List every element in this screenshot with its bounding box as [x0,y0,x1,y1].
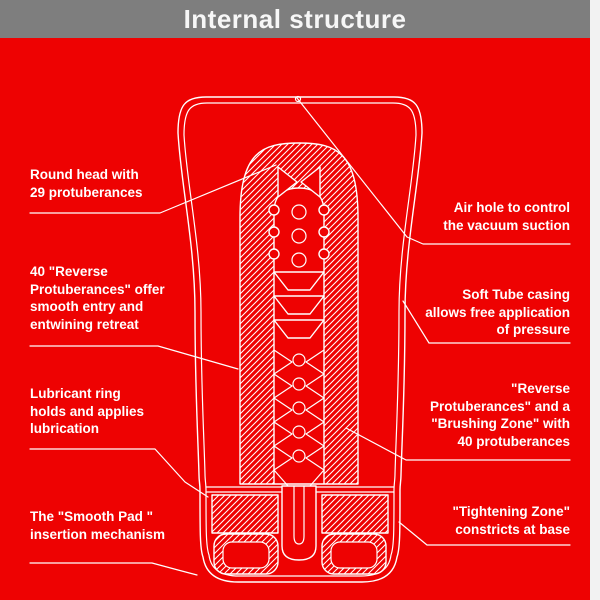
insertion-core [281,485,317,561]
leader-smooth-pad [29,562,198,576]
label-tightening-zone: "Tightening Zone" constricts at base [452,504,570,537]
soft-tube-casing-outline [177,95,423,583]
page-title: Internal structure [183,3,407,34]
label-round-head: Round head with 29 protuberances [30,167,143,200]
leader-lines [29,97,571,576]
rib-stack [273,271,325,339]
leader-reverse-protuberances [29,345,239,370]
leader-brushing-zone [345,427,571,461]
label-air-hole: Air hole to control the vacuum suction [443,200,570,233]
leader-tightening-zone [398,521,571,546]
air-hole [294,95,302,103]
leader-lubricant-ring [29,448,209,498]
right-edge-strip [590,0,600,600]
label-reverse-protuberances: 40 "Reverse Protuberances" offer smooth … [30,264,165,332]
label-smooth-pad: The "Smooth Pad " insertion mechanism [30,509,166,542]
air-channel-holes [291,204,307,463]
label-lubricant-ring: Lubricant ring holds and applies lubrica… [30,386,145,436]
leader-round-head [29,164,277,214]
label-brushing-zone: "Reverse Protuberances" and a "Brushing … [430,381,570,449]
leader-soft-tube [402,300,571,344]
header-bar: Internal structure [0,0,590,38]
head-protuberances [268,166,330,260]
brushing-zone [273,349,325,487]
base-assembly [205,485,395,575]
leader-air-hole [296,97,571,245]
label-soft-tube-casing: Soft Tube casing allows free application… [425,287,570,337]
